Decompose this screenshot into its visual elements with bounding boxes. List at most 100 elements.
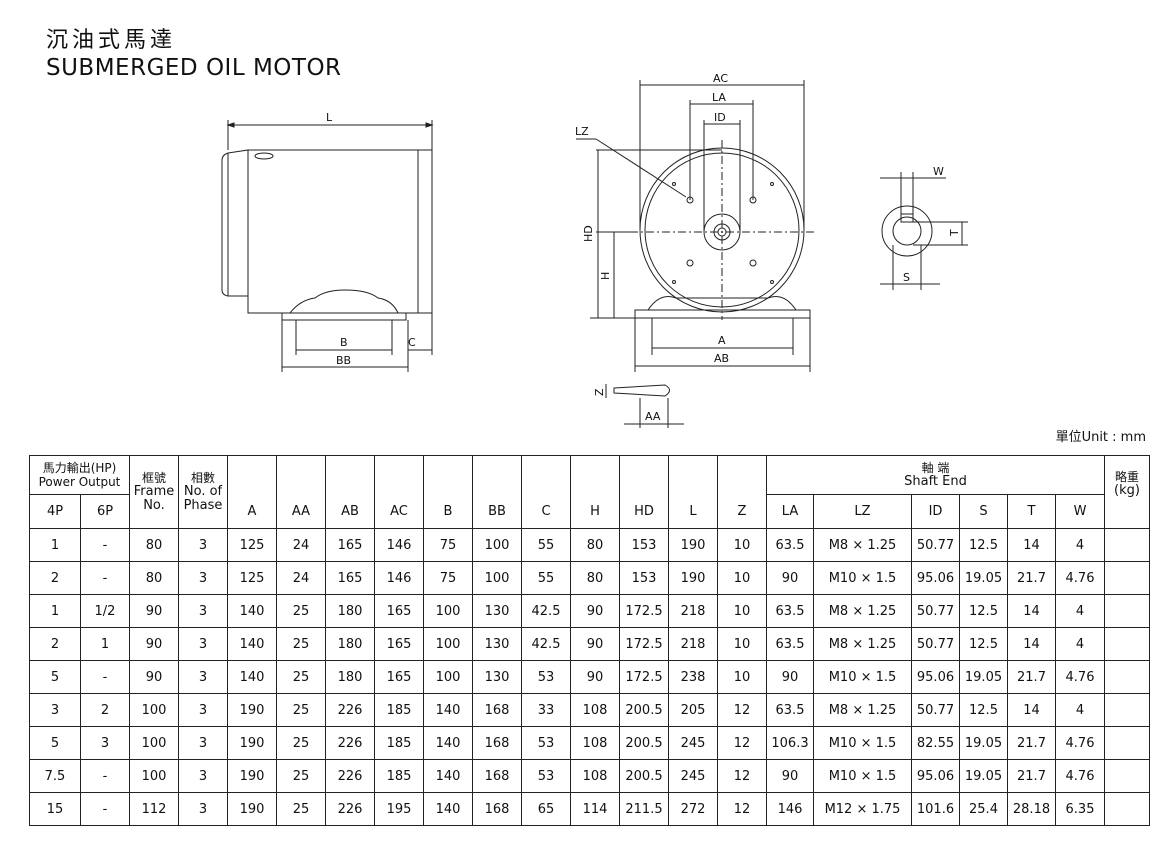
col-header-W: W [1055,494,1105,529]
table-cell: 33 [521,693,571,727]
table-cell: 2 [29,627,81,661]
table-cell: 25 [276,726,326,760]
table-cell: 172.5 [619,627,669,661]
table-cell: 226 [325,792,375,826]
table-cell: 50.77 [911,627,960,661]
col-header-LA: LA [766,494,814,529]
table-cell: 10 [717,561,767,595]
table-cell: 4 [1055,693,1105,727]
table-cell: 195 [374,792,424,826]
table-cell: 100 [129,726,179,760]
col-header-HD: HD [619,455,669,529]
table-cell: 80 [129,528,179,562]
front-view [576,80,815,428]
table-cell: 19.05 [959,561,1008,595]
col-header-AC: AC [374,455,424,529]
table-cell [1104,660,1150,694]
table-cell: 53 [521,726,571,760]
table-cell: 95.06 [911,561,960,595]
table-cell: 185 [374,726,424,760]
table-cell: 140 [423,792,473,826]
table-cell: M8 × 1.25 [813,693,912,727]
table-cell: 101.6 [911,792,960,826]
table-cell: 12.5 [959,528,1008,562]
col-header-AB: AB [325,455,375,529]
label-L: L [326,111,333,124]
table-cell: 12 [717,759,767,793]
table-cell: M10 × 1.5 [813,726,912,760]
table-cell: 95.06 [911,660,960,694]
power-output-header-en: Power Output [38,475,121,489]
table-cell: 153 [619,528,669,562]
table-cell: 272 [668,792,718,826]
table-cell: M8 × 1.25 [813,528,912,562]
label-C: C [408,336,416,349]
table-cell: 2 [80,693,130,727]
label-LZ: LZ [575,125,589,138]
table-cell: 25 [276,594,326,628]
table-cell: 200.5 [619,759,669,793]
spec-table: 馬力輸出(HP) Power Output 框號 Frame No. 相數 No… [29,455,1150,826]
table-cell: 4 [1055,528,1105,562]
table-cell: 90 [766,759,814,793]
table-cell: 19.05 [959,660,1008,694]
power-output-header: 馬力輸出(HP) Power Output [29,455,130,495]
table-cell: 19.05 [959,726,1008,760]
table-cell: 114 [570,792,620,826]
motor-dimension-drawing: L B C BB AC LA ID LZ HD H A AB Z AA W T … [221,72,968,428]
phase-header-en1: No. of [183,484,223,499]
label-HD: HD [582,225,595,242]
table-cell: 63.5 [766,693,814,727]
table-cell: 90 [129,660,179,694]
table-cell: 5 [29,660,81,694]
table-cell: 1 [80,627,130,661]
table-cell: 165 [325,528,375,562]
label-LA: LA [712,91,726,104]
table-cell: 3 [29,693,81,727]
table-cell: M8 × 1.25 [813,627,912,661]
col-header-6p: 6P [80,494,130,529]
table-cell: 1/2 [80,594,130,628]
table-cell: 42.5 [521,627,571,661]
table-cell: 90 [129,594,179,628]
table-cell: - [80,528,130,562]
table-cell: 4.76 [1055,759,1105,793]
label-W: W [933,165,944,178]
table-cell: 21.7 [1007,726,1056,760]
table-cell: 5 [29,726,81,760]
table-cell: 12 [717,792,767,826]
table-cell: 4 [1055,627,1105,661]
table-cell: 168 [472,759,522,793]
phase-header-en2: Phase [183,498,223,513]
table-cell: 108 [570,726,620,760]
table-cell: 53 [521,660,571,694]
label-ID: ID [714,111,726,124]
table-cell: 165 [374,660,424,694]
table-cell: M12 × 1.75 [813,792,912,826]
table-cell: 4.76 [1055,561,1105,595]
table-cell: 21.7 [1007,561,1056,595]
table-cell: 125 [227,528,277,562]
table-cell: 3 [178,792,228,826]
col-header-BB: BB [472,455,522,529]
table-cell: 21.7 [1007,660,1056,694]
table-cell: 6.35 [1055,792,1105,826]
table-cell: 185 [374,759,424,793]
table-cell: 25 [276,693,326,727]
table-cell: 7.5 [29,759,81,793]
table-cell: 185 [374,693,424,727]
table-cell: 180 [325,660,375,694]
table-cell: 168 [472,792,522,826]
table-cell: 2 [29,561,81,595]
table-cell: 226 [325,726,375,760]
table-cell [1104,792,1150,826]
table-cell: 19.05 [959,759,1008,793]
table-cell: 238 [668,660,718,694]
label-H: H [599,272,612,280]
table-cell [1104,627,1150,661]
